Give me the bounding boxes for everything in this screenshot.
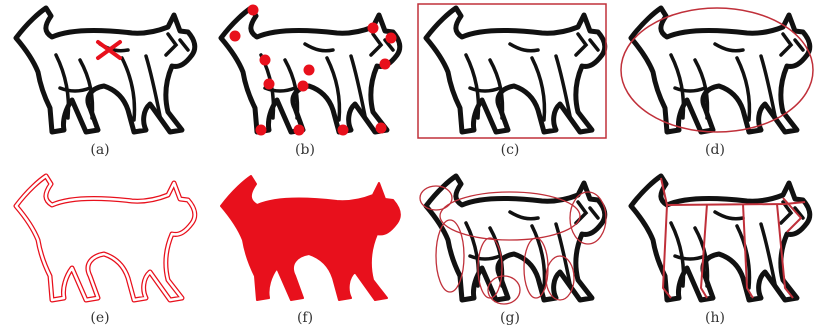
- panel-caption: (c): [410, 142, 610, 158]
- dog-detail-stroke: [781, 34, 803, 55]
- dog-outline: [631, 8, 810, 132]
- panel-caption: (a): [0, 142, 200, 158]
- panel-drawing: [410, 0, 610, 140]
- panel-drawing: [205, 0, 405, 140]
- figure-panel: (f): [205, 168, 405, 336]
- panel-caption: (h): [615, 310, 815, 326]
- panel-caption: (g): [410, 310, 610, 326]
- panel-drawing: [615, 168, 815, 308]
- keypoint-marker: [298, 81, 309, 92]
- dog-detail-stroke: [470, 88, 500, 91]
- dog-outline: [16, 8, 195, 132]
- figure-panel: (h): [615, 168, 815, 336]
- panel-caption: (f): [205, 310, 405, 326]
- keypoint-marker: [294, 125, 305, 136]
- dog-outline: [426, 176, 605, 300]
- keypoint-marker: [380, 59, 391, 70]
- dog-outline: [631, 176, 810, 300]
- panel-caption: (b): [205, 142, 405, 158]
- dog-detail-stroke: [715, 44, 743, 51]
- keypoint-marker: [338, 125, 349, 136]
- keypoint-marker: [386, 33, 397, 44]
- keypoint-marker: [264, 79, 275, 90]
- dog-detail-stroke: [60, 88, 90, 91]
- panel-caption: (d): [615, 142, 815, 158]
- figure-panel: (c): [410, 0, 610, 168]
- figure-panel: (a): [0, 0, 200, 168]
- keypoint-marker: [248, 5, 259, 16]
- panel-drawing: [0, 168, 200, 308]
- dog-detail-stroke: [510, 44, 538, 51]
- panel-drawing: [410, 168, 610, 308]
- dog-detail-stroke: [675, 88, 705, 91]
- dog-detail-stroke: [510, 212, 538, 219]
- dog-detail-stroke: [305, 44, 333, 51]
- dog-detail-stroke: [166, 34, 188, 55]
- dog-outline: [426, 8, 605, 132]
- part-ellipse: [420, 186, 452, 210]
- figure-panel: (b): [205, 0, 405, 168]
- keypoint-marker: [230, 31, 241, 42]
- keypoint-marker: [368, 23, 379, 34]
- dog-detail-stroke: [715, 212, 743, 219]
- dog-detail-stroke: [470, 256, 500, 259]
- dog-silhouette: [221, 176, 400, 300]
- panel-drawing: [0, 0, 200, 140]
- panel-caption: (e): [0, 310, 200, 326]
- keypoint-marker: [260, 55, 271, 66]
- keypoint-marker: [256, 125, 267, 136]
- figure-panel: (e): [0, 168, 200, 336]
- figure-panel: (g): [410, 168, 610, 336]
- keypoint-marker: [376, 123, 387, 134]
- figure-panel: (d): [615, 0, 815, 168]
- keypoint-marker: [304, 65, 315, 76]
- dog-detail-stroke: [675, 256, 705, 259]
- dog-detail-stroke: [576, 34, 598, 55]
- panel-drawing: [205, 168, 405, 308]
- panel-drawing: [615, 0, 815, 140]
